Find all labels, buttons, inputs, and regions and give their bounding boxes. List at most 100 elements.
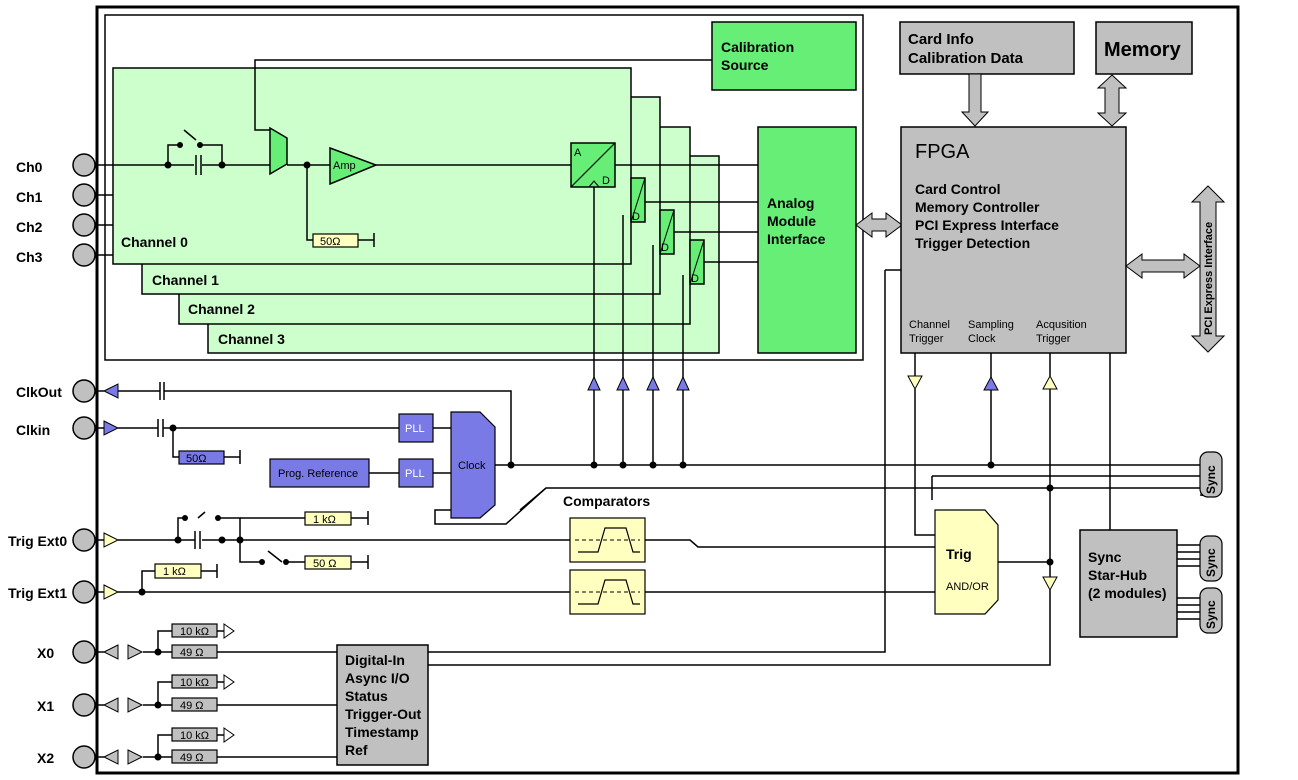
- fpga-sampling-clock-1: Sampling: [968, 319, 1014, 331]
- adc-clock-arrow-1: [616, 375, 630, 391]
- fpga-function-2: Memory Controller: [915, 199, 1040, 215]
- x1-res-49: 49 Ω: [180, 700, 204, 712]
- adc-ch2-d: D: [661, 242, 669, 254]
- trig1-res-1k-label: 1 kΩ: [163, 566, 186, 578]
- sync-connector-top-body[interactable]: [1199, 451, 1223, 498]
- memory-label: Memory: [1104, 39, 1182, 61]
- channel-3-label: Channel 3: [218, 331, 285, 347]
- analog-module-line1: Analog: [767, 195, 814, 211]
- trig-ext0-arrow: [103, 532, 120, 548]
- x2-res-49: 49 Ω: [180, 752, 204, 764]
- x0-port[interactable]: [72, 640, 96, 664]
- card-info-line1: Card Info: [908, 31, 974, 48]
- analog-input-ports: [96, 194, 113, 256]
- x0-res-10k: 10 kΩ: [180, 626, 209, 638]
- trig-ext1-label: Trig Ext1: [8, 585, 67, 601]
- adc-ch1-d: D: [632, 211, 640, 223]
- digital-io-block: [336, 644, 429, 766]
- analog-module-line3: Interface: [767, 231, 826, 247]
- card-info-arrow: [960, 73, 990, 127]
- fpga-function-3: PCI Express Interface: [915, 217, 1059, 233]
- digital-line3: Status: [345, 688, 388, 704]
- calibration-line2: Source: [721, 57, 769, 73]
- pci-express-bus: [1190, 185, 1226, 353]
- sync-connector-bottom[interactable]: [1199, 587, 1223, 634]
- ch1-port[interactable]: [72, 183, 96, 207]
- adc-clock-arrow-0: [587, 375, 601, 391]
- adc-clock-arrow-3: [676, 375, 690, 391]
- fpga-function-4: Trigger Detection: [915, 235, 1030, 251]
- trig-out-arrow: [1042, 576, 1058, 592]
- digital-line2: Async I/O: [345, 670, 410, 686]
- calibration-source-block: [711, 21, 857, 91]
- trig-andor-block: [934, 509, 999, 615]
- ch0-label: Ch0: [16, 159, 43, 175]
- prog-reference-label: Prog. Reference: [278, 468, 358, 480]
- amp-label: Amp: [333, 160, 356, 172]
- clkin-arrow: [103, 420, 120, 436]
- sync-connector-mid[interactable]: [1199, 535, 1223, 582]
- digital-line4: Trigger-Out: [345, 706, 422, 722]
- digital-line6: Ref: [345, 742, 368, 758]
- clkin-label: Clkin: [16, 422, 50, 438]
- sampling-clock-arrow: [983, 375, 999, 391]
- ch3-label: Ch3: [16, 249, 43, 265]
- adc-a-label: A: [574, 147, 582, 159]
- adc-clock-arrow-2: [646, 375, 660, 391]
- adc-d-label: D: [602, 175, 610, 187]
- x0-res-49: 49 Ω: [180, 647, 204, 659]
- ch3-port[interactable]: [72, 243, 96, 267]
- trig-ext1-port[interactable]: [72, 580, 96, 604]
- fpga-title: FPGA: [915, 141, 970, 163]
- trig0-res-1k-label: 1 kΩ: [313, 514, 336, 526]
- x1-label: X1: [37, 698, 54, 714]
- starhub-line3: (2 modules): [1088, 585, 1167, 601]
- trig-ext0-port[interactable]: [72, 528, 96, 552]
- clkin-res-label: 50Ω: [186, 453, 206, 465]
- clock-mux: [450, 411, 496, 519]
- x0-label: X0: [37, 645, 54, 661]
- x0-io: [96, 623, 337, 660]
- ch2-port[interactable]: [72, 213, 96, 237]
- ch0-input-wire: [96, 129, 270, 166]
- fpga-acq-trigger-2: Trigger: [1036, 333, 1071, 345]
- trig-ext1-arrow: [103, 584, 120, 600]
- ch0-port[interactable]: [72, 153, 96, 177]
- adc-ch3-d: D: [691, 273, 699, 285]
- pll-1-label: PLL: [405, 423, 425, 435]
- x2-port[interactable]: [72, 745, 96, 769]
- digital-line1: Digital-In: [345, 652, 405, 668]
- pci-express-label: PCI Express Interface: [1203, 222, 1215, 335]
- comparators-label: Comparators: [563, 493, 650, 509]
- fpga-acq-trigger-1: Acqusition: [1036, 319, 1087, 331]
- ch0-res-label: 50Ω: [320, 236, 340, 248]
- calibration-wire: [254, 59, 712, 131]
- clkout-label: ClkOut: [16, 384, 62, 400]
- x2-label: X2: [37, 750, 54, 766]
- calibration-line1: Calibration: [721, 39, 794, 55]
- starhub-line1: Sync: [1088, 549, 1122, 565]
- memory-block: [1095, 21, 1193, 75]
- fpga-block: [900, 126, 1127, 354]
- channel-1-label: Channel 1: [152, 272, 219, 288]
- trig-ext0-label: Trig Ext0: [8, 533, 67, 549]
- digital-line5: Timestamp: [345, 724, 419, 740]
- sync-label-top: Sync: [1204, 465, 1218, 494]
- fpga-channel-trigger-1: Channel: [909, 319, 950, 331]
- analog-module-line2: Module: [767, 213, 816, 229]
- clkout-port[interactable]: [72, 379, 96, 403]
- sync-label-mid: Sync: [1204, 548, 1218, 577]
- fpga-channel-trigger-2: Trigger: [909, 333, 944, 345]
- amplifier: [329, 146, 379, 186]
- memory-arrow: [1096, 74, 1128, 127]
- ch2-label: Ch2: [16, 219, 43, 235]
- pll-2-label: PLL: [405, 468, 425, 480]
- trig0-res-50-label: 50 Ω: [313, 558, 337, 570]
- x1-res-10k: 10 kΩ: [180, 677, 209, 689]
- channel-trigger-arrow: [907, 375, 923, 391]
- clkin-port[interactable]: [72, 416, 96, 440]
- ch1-label: Ch1: [16, 189, 43, 205]
- x1-port[interactable]: [72, 693, 96, 717]
- analog-module-interface-block: [757, 126, 857, 354]
- channel-2-label: Channel 2: [188, 301, 255, 317]
